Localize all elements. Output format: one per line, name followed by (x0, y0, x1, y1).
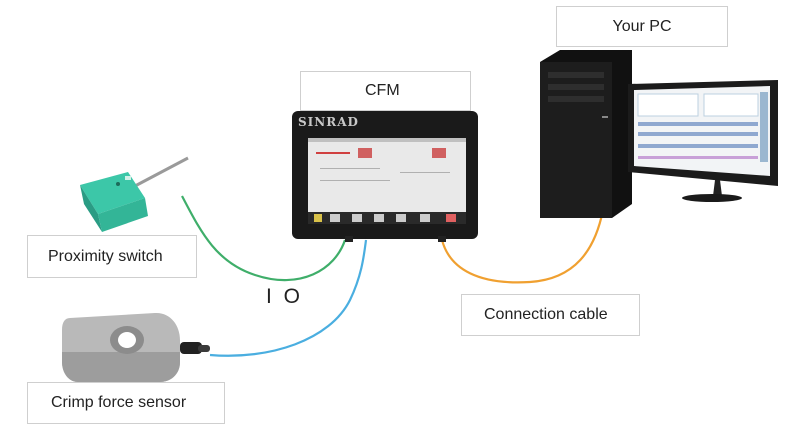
monitor-icon (628, 80, 778, 202)
proximity-switch-icon (80, 156, 189, 232)
cfm-label: CFM (300, 71, 471, 111)
device-brand: SINRAD (298, 115, 359, 129)
crimp-force-sensor-label: Crimp force sensor (27, 382, 225, 424)
pc-tower-icon (540, 50, 632, 218)
io-cable (181, 195, 347, 282)
io-label: I O (266, 285, 304, 308)
your-pc-label: Your PC (556, 6, 728, 47)
crimp-force-sensor-icon (62, 312, 210, 382)
proximity-switch-label: Proximity switch (27, 235, 197, 278)
sensor-cable (209, 239, 368, 357)
pc-cable (440, 209, 605, 284)
cfm-device-icon (292, 111, 478, 242)
connection-cable-label: Connection cable (461, 294, 640, 336)
